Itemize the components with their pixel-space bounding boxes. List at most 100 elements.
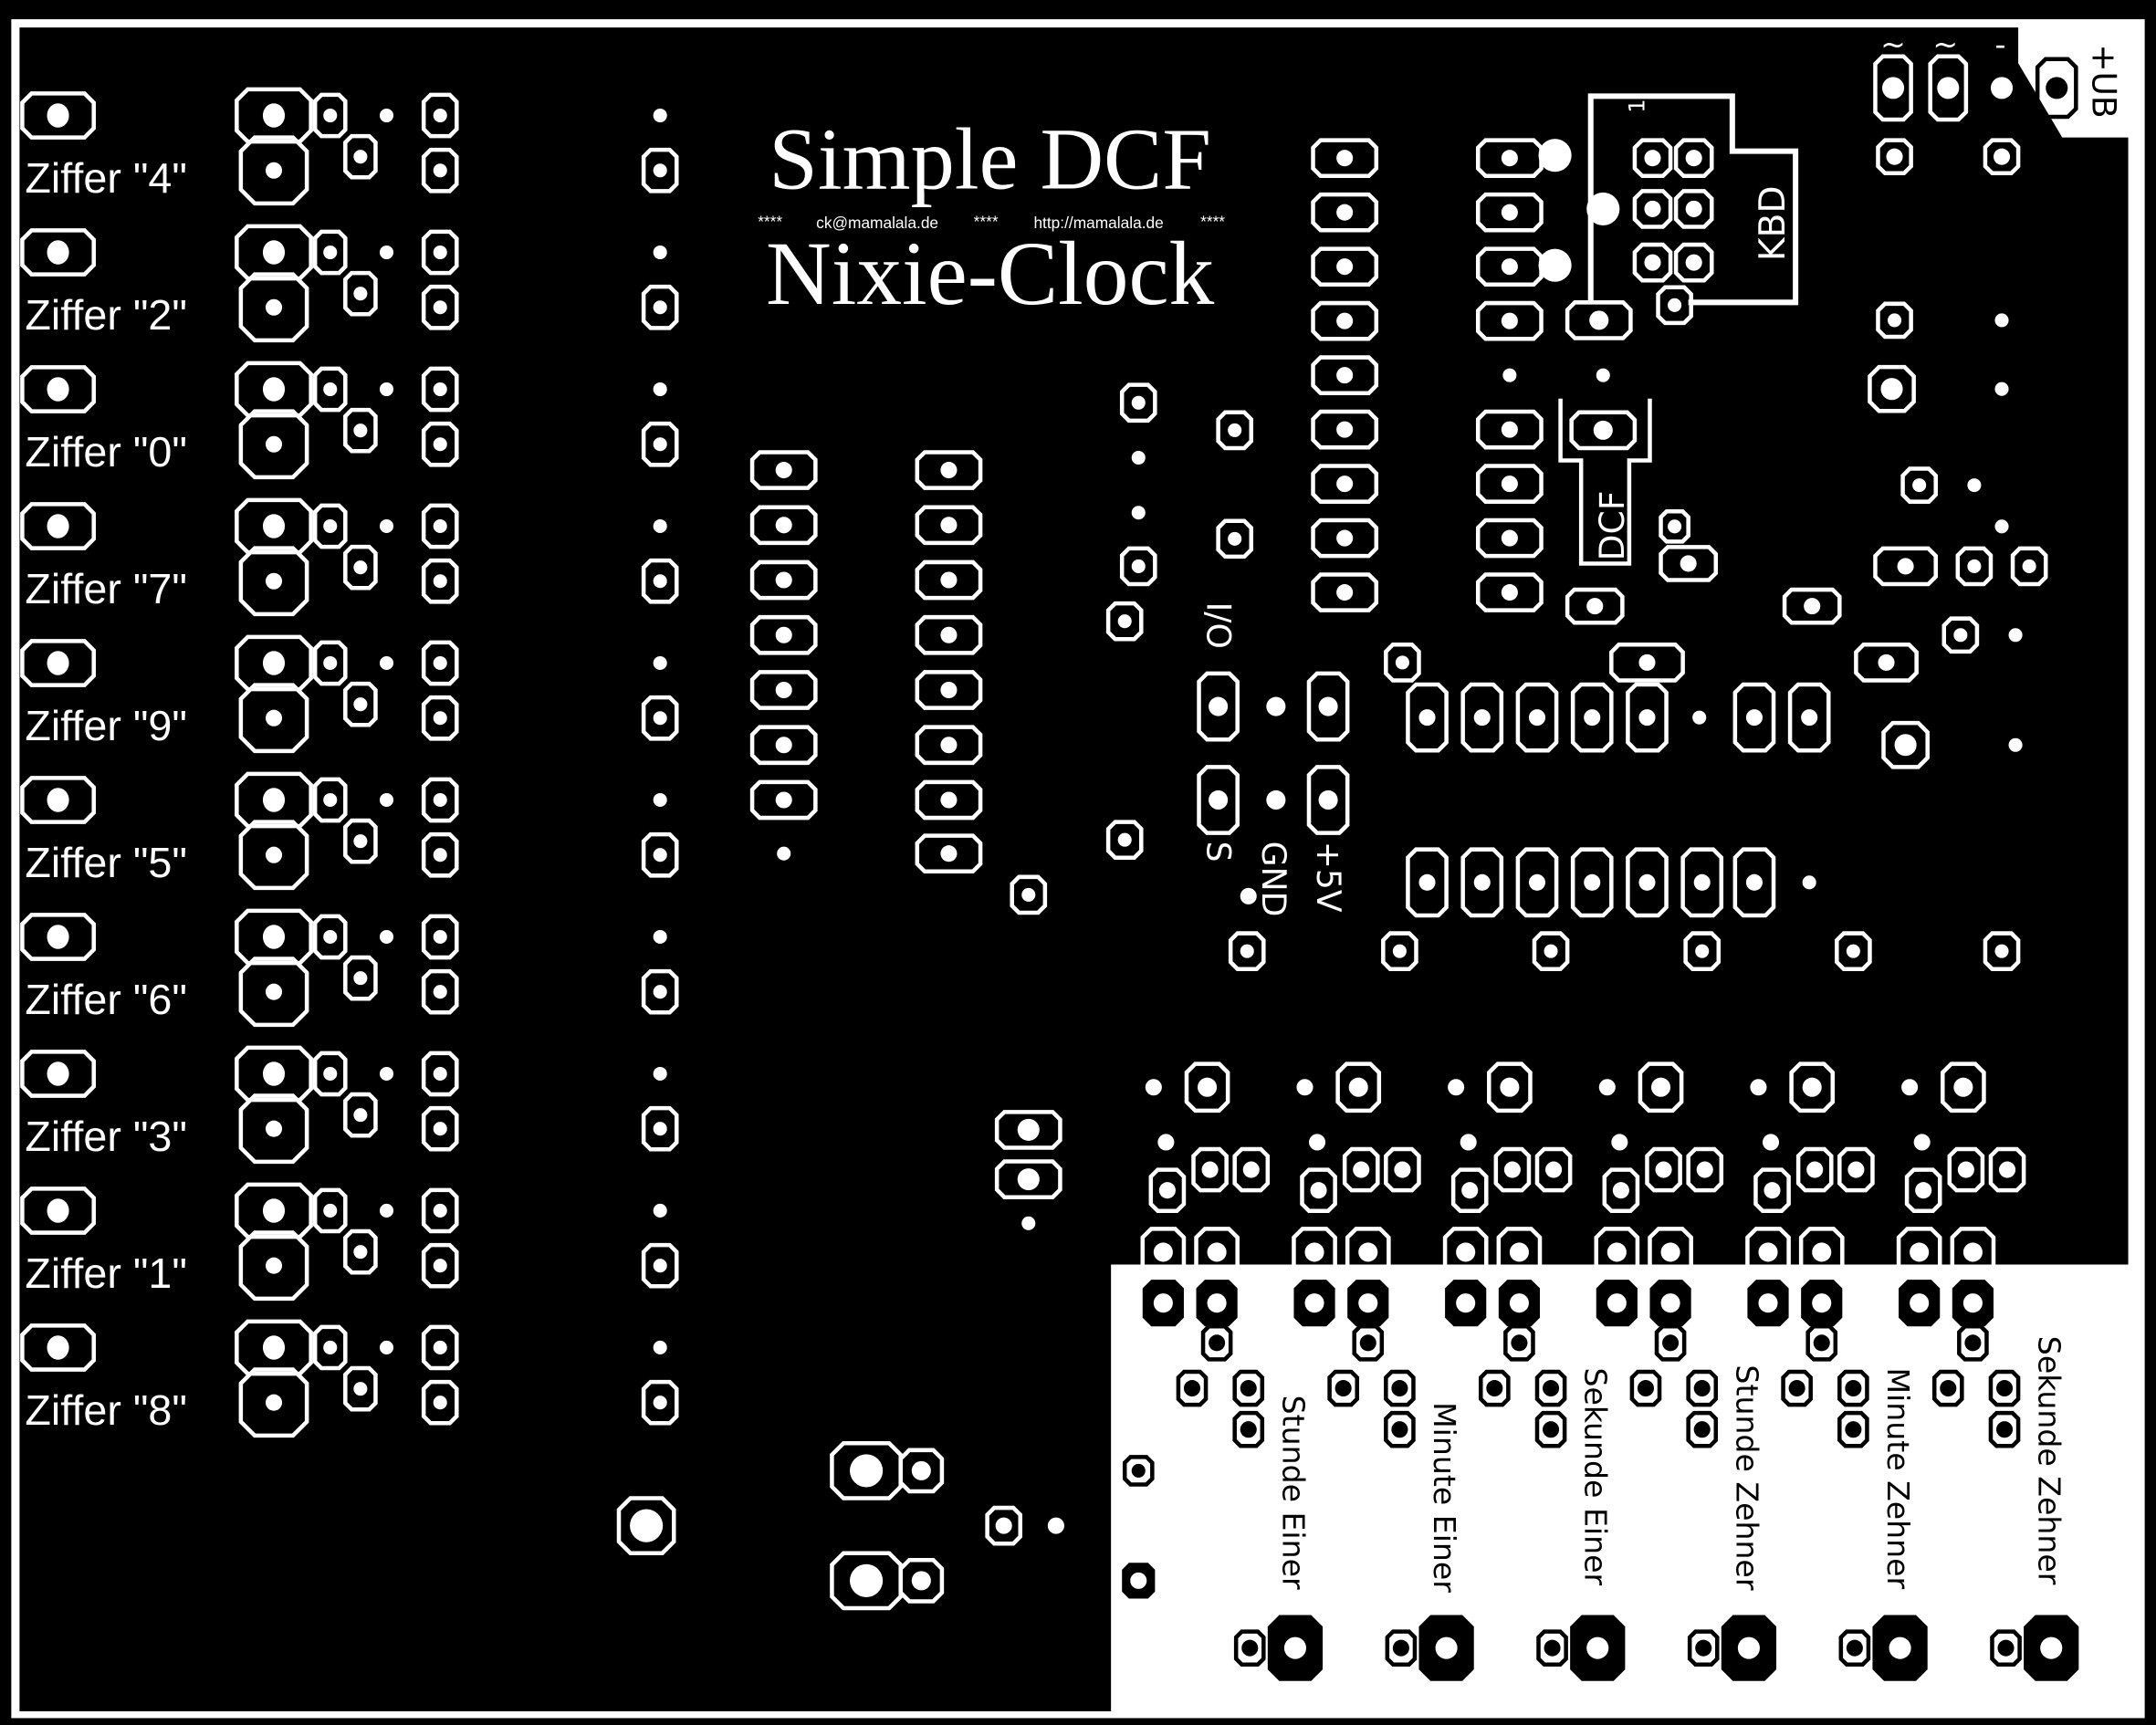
via bbox=[1460, 1134, 1477, 1151]
kbd-pin bbox=[1632, 189, 1673, 229]
power-connector: ~ ~ - +UB bbox=[1880, 26, 2123, 118]
pad bbox=[1896, 1227, 1942, 1278]
sip-pin bbox=[1515, 847, 1559, 918]
via bbox=[379, 655, 394, 671]
transistor-pad bbox=[312, 1187, 348, 1234]
resistor-pad bbox=[343, 270, 378, 317]
pad bbox=[1596, 1280, 1638, 1327]
digit-pad bbox=[20, 1323, 96, 1372]
ac-label-2: ~ bbox=[1932, 26, 1958, 62]
resistor-pad bbox=[421, 503, 459, 549]
digit-row: Ziffer "8" bbox=[20, 1319, 679, 1438]
io-label: I/O bbox=[1199, 602, 1239, 649]
resistor-pad bbox=[421, 421, 459, 467]
pad bbox=[1781, 1369, 1813, 1407]
digit-pad bbox=[20, 502, 96, 550]
tube-footprint bbox=[1442, 1061, 1626, 1681]
pad bbox=[1122, 1563, 1156, 1599]
pad bbox=[985, 1505, 1023, 1546]
transistor-pad bbox=[238, 409, 309, 480]
digit-pad bbox=[20, 1187, 96, 1235]
digit-label: Ziffer "5" bbox=[25, 839, 187, 886]
tube-label: Sekunde Zehner bbox=[2032, 1336, 2067, 1585]
transistor-pad bbox=[312, 366, 348, 413]
pad bbox=[1904, 1167, 1942, 1214]
pad bbox=[1498, 1280, 1541, 1327]
via bbox=[1266, 696, 1286, 716]
pad bbox=[1292, 1227, 1337, 1278]
tube-footprints bbox=[1140, 1061, 2079, 1681]
resistor-pad bbox=[421, 1105, 459, 1152]
pad bbox=[1649, 1280, 1691, 1327]
via bbox=[379, 792, 394, 808]
pad bbox=[1721, 1615, 1777, 1681]
pad bbox=[1594, 1227, 1640, 1278]
resistor-pad bbox=[421, 1242, 459, 1289]
pad bbox=[1335, 1061, 1382, 1113]
sip-pin bbox=[1732, 682, 1776, 753]
resistor-pad bbox=[641, 1105, 679, 1152]
pad bbox=[1570, 1615, 1626, 1681]
digit-label: Ziffer "3" bbox=[25, 1113, 187, 1160]
transistor-pad bbox=[238, 820, 309, 891]
sip-pin bbox=[1406, 847, 1449, 918]
resistor-pad bbox=[343, 955, 378, 1001]
resistor-pad bbox=[343, 544, 378, 591]
pad bbox=[1267, 1615, 1324, 1681]
ic-pin bbox=[1311, 572, 1379, 612]
digit-pad bbox=[20, 228, 96, 277]
pad bbox=[1837, 1410, 1869, 1448]
contact-line: **** ck@mamalala.de **** http://mamalala… bbox=[758, 212, 1225, 232]
pad bbox=[1233, 1629, 1266, 1667]
pad bbox=[1838, 1629, 1871, 1667]
tube-label: Sekunde Einer bbox=[1578, 1367, 1614, 1585]
kbd-pin1-label: 1 bbox=[1624, 99, 1649, 112]
resistor-pad bbox=[343, 681, 378, 727]
pad bbox=[1952, 1280, 1994, 1327]
kbd-pin bbox=[1632, 138, 1673, 179]
pad bbox=[1384, 1369, 1416, 1407]
resistor-pad bbox=[641, 968, 679, 1015]
via bbox=[1296, 1079, 1313, 1096]
transistor-pad bbox=[238, 1367, 309, 1438]
pad bbox=[1795, 1146, 1834, 1193]
pad bbox=[1200, 1324, 1233, 1362]
kbd-outline bbox=[1587, 93, 1799, 306]
kbd-pin bbox=[1673, 138, 1714, 179]
contact-sep: **** bbox=[1200, 212, 1225, 230]
transistor-pad bbox=[312, 92, 348, 139]
kbd-pin bbox=[1656, 285, 1693, 326]
ic-pin bbox=[1475, 572, 1544, 612]
resistor-pad bbox=[421, 831, 459, 878]
pad bbox=[1478, 1369, 1511, 1407]
ic-pin bbox=[1311, 246, 1379, 287]
digit-row: Ziffer "2" bbox=[20, 224, 679, 343]
resistor-pad bbox=[421, 968, 459, 1015]
pad bbox=[1493, 1146, 1532, 1193]
digit-label: Ziffer "9" bbox=[25, 702, 187, 749]
pad bbox=[994, 1159, 1062, 1199]
resistor-pad bbox=[421, 558, 459, 604]
minus-label: - bbox=[1995, 26, 2006, 62]
digit-row: Ziffer "7" bbox=[20, 497, 679, 617]
resistor-pad bbox=[421, 914, 459, 960]
digit-label: Ziffer "1" bbox=[25, 1249, 187, 1297]
pad bbox=[2035, 57, 2078, 120]
resistor-pad bbox=[641, 1379, 679, 1426]
pad bbox=[1983, 931, 2021, 971]
pad bbox=[1534, 1410, 1567, 1448]
pad bbox=[1445, 1280, 1487, 1327]
ic-pin bbox=[915, 559, 983, 601]
pad bbox=[1753, 1167, 1791, 1214]
via bbox=[2008, 737, 2023, 752]
ic-pin bbox=[915, 833, 983, 874]
pad bbox=[1293, 1280, 1335, 1327]
pad bbox=[994, 1110, 1062, 1150]
via bbox=[653, 929, 667, 945]
pad bbox=[1122, 1455, 1155, 1487]
pad bbox=[1105, 820, 1144, 860]
via bbox=[653, 655, 667, 671]
io-pin bbox=[1197, 765, 1240, 835]
digit-row: Ziffer "0" bbox=[20, 361, 679, 480]
sip-pin bbox=[1406, 682, 1449, 753]
